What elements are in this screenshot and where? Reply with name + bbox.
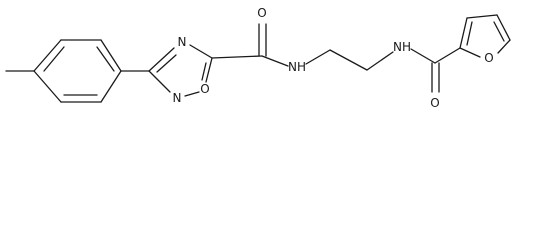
- bond-amide2-furan: [434, 47, 461, 64]
- structure-canvas: N N O O NH NH O O: [5, 6, 511, 110]
- bond-ring1-inner-2: [96, 46, 115, 72]
- atom-label-n4: N: [178, 35, 187, 49]
- bond-furan-c2-c3: [459, 17, 468, 49]
- bond-c5-amide1: [211, 55, 263, 59]
- bond-c3-n4-inner: [156, 54, 177, 73]
- bond-c5-o1: [205, 57, 213, 83]
- bond-furan-o-c2: [459, 47, 481, 58]
- bond-c5-o1-inner: [201, 62, 207, 81]
- atom-label-amide2-nh: NH: [393, 40, 411, 54]
- bond-furan-c3-c4: [466, 14, 498, 19]
- bond-ring1-c: [100, 39, 122, 72]
- bond-furan-c4-c5: [496, 14, 511, 41]
- bond-ring1-f: [33, 70, 62, 103]
- furan-ring: [459, 14, 511, 58]
- atom-label-o1: O: [200, 82, 209, 96]
- bond-ring1-d: [100, 70, 122, 103]
- bond-ring1-a: [33, 39, 62, 72]
- bond-n4-c5: [189, 44, 213, 59]
- bond-furan-c5-o: [497, 39, 511, 54]
- bond-furan-c4-c5-inner: [493, 21, 505, 42]
- bond-ch2-ch2: [329, 49, 368, 71]
- bond-ch2-nh: [366, 51, 394, 71]
- bond-n2-c3: [148, 70, 171, 93]
- atom-label-furan-o: O: [484, 51, 493, 65]
- bond-nh-amide2: [410, 48, 436, 64]
- bond-amide1-cn: [261, 55, 289, 67]
- bond-c3-n4: [148, 47, 175, 72]
- bond-o1-n2: [184, 91, 200, 97]
- bond-nh-ch2-1: [305, 49, 331, 65]
- bond-furan-c2-c3-inner: [466, 21, 473, 46]
- oxadiazole-ring: [148, 44, 213, 97]
- atom-label-n2: N: [173, 91, 182, 105]
- atom-label-amide2-o: O: [430, 96, 439, 110]
- atom-label-amide1-nh: NH: [288, 60, 306, 74]
- toluene-ring: [33, 39, 122, 103]
- atom-label-amide1-o: O: [257, 6, 266, 20]
- bond-ring1-inner-1: [43, 46, 65, 72]
- molecule-drawing: N N O O NH NH O O: [5, 6, 511, 110]
